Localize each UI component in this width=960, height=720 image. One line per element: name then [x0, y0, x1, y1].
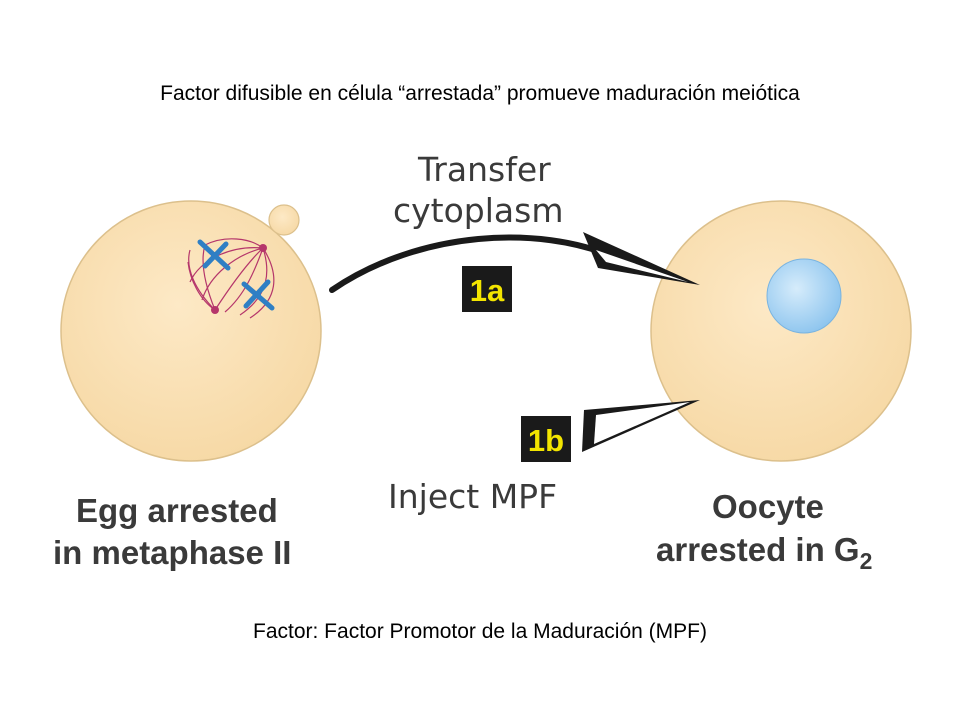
spindle-pole-upper: [259, 244, 267, 252]
egg-label-line2: in metaphase II: [53, 534, 291, 571]
oocyte-cell: [650, 200, 912, 462]
chromosome-upper: [197, 239, 231, 271]
badge-1b: [521, 416, 571, 462]
injection-needle: [582, 400, 700, 452]
spindle-pole-lower: [211, 306, 219, 314]
egg-cell: [60, 200, 322, 462]
inject-label: Inject MPF: [388, 477, 557, 516]
top-title: Factor difusible en célula “arrestada” p…: [160, 82, 800, 105]
nucleus: [766, 258, 842, 334]
badge-1a-label: 1a: [470, 273, 505, 308]
polar-body: [268, 204, 300, 236]
transfer-label-line2: cytoplasm: [393, 191, 563, 230]
egg-label-line1: Egg arrested: [76, 492, 278, 529]
transfer-arrow: [329, 232, 700, 293]
badge-1a: [462, 266, 512, 312]
bottom-title: Factor: Factor Promotor de la Maduración…: [253, 620, 707, 643]
transfer-label-line1: Transfer: [417, 150, 551, 189]
oocyte-label-subscript: 2: [860, 548, 873, 574]
oocyte-label-line2: arrested in G2: [656, 531, 872, 574]
oocyte-label-line1: Oocyte: [712, 488, 824, 525]
oocyte-label-main: arrested in G: [656, 531, 860, 568]
badge-1b-label: 1b: [528, 423, 564, 458]
chromosome-lower: [241, 279, 275, 311]
